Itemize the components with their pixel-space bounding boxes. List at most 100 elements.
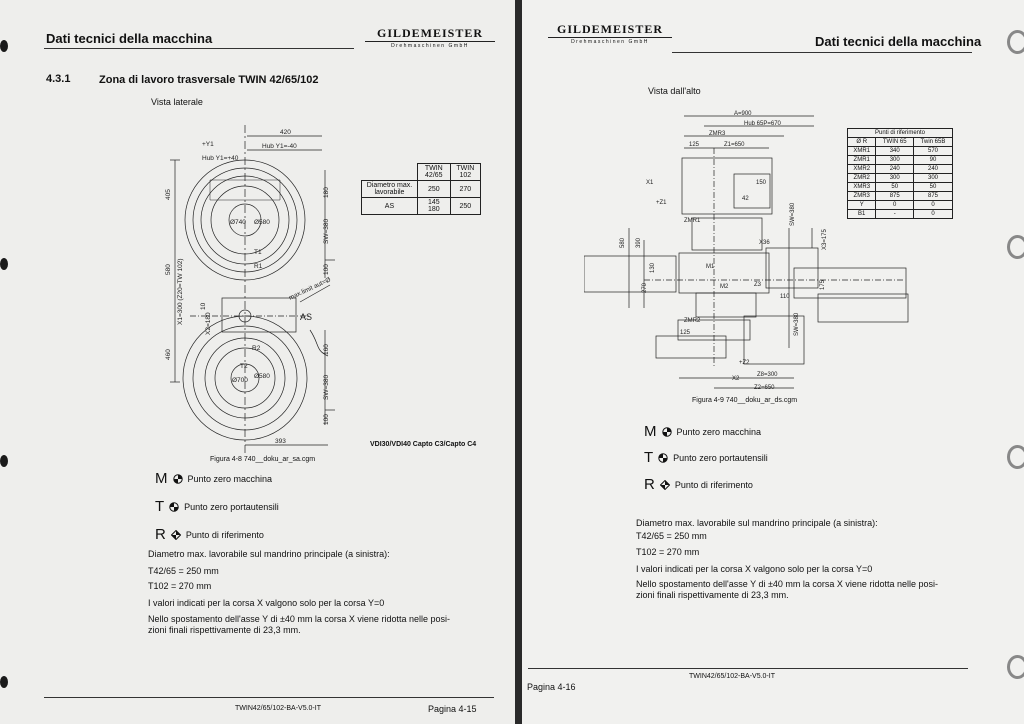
right-header-title: Dati tecnici della macchina (815, 34, 982, 49)
label-x1: X1 (646, 180, 654, 186)
legend-text: Punto zero macchina (676, 426, 762, 437)
dim-sw380: SW=380 (790, 202, 796, 226)
section-number: 4.3.1 (46, 73, 71, 85)
label-t2: T2 (240, 363, 248, 370)
table-cell: XMR2 (846, 164, 877, 174)
tool-zero-icon (658, 452, 668, 463)
legend-letter: M (155, 470, 168, 487)
table-cell: ZMR1 (846, 155, 877, 165)
dim-z2: Z2=650 (754, 385, 775, 391)
dim-580-vertical: 580 (165, 264, 172, 275)
dim-125: 125 (689, 142, 700, 148)
left-footer-rule (44, 697, 494, 698)
left-header-title: Dati tecnici della macchina (46, 31, 213, 46)
dim-700: Ø700 (232, 377, 248, 384)
dim-393: 393 (275, 438, 286, 445)
table-row: AS 145 180 250 (361, 197, 482, 215)
right-logo: GILDEMEISTER Drehmaschinen GmbH (548, 22, 672, 45)
dim-420: 420 (280, 129, 291, 136)
label-x36: X36 (759, 240, 770, 246)
table-cell: 50 (875, 182, 915, 192)
table-cell: XMR1 (846, 146, 877, 156)
dim-740: Ø740 (230, 219, 246, 226)
legend-text: Punto di riferimento (674, 479, 753, 490)
legend-letter: T (644, 449, 654, 466)
binder-hole (0, 455, 8, 467)
dim-hub: Hub 65P=670 (744, 121, 782, 127)
body-line: T42/65 = 250 mm (148, 566, 219, 576)
legend-letter: R (155, 526, 166, 543)
label-zmr3: ZMR3 (709, 131, 726, 137)
table-cell: 570 (913, 146, 953, 156)
table-cell: 50 (913, 182, 953, 192)
label-r2: R2 (252, 345, 261, 352)
left-footer-doc: TWIN42/65/102-BA-V5.0-IT (235, 705, 321, 712)
left-logo: GILDEMEISTER Drehmaschinen GmbH (365, 26, 495, 49)
section-title: Zona di lavoro trasversale TWIN 42/65/10… (99, 74, 319, 86)
label-zmr1: ZMR1 (684, 218, 701, 224)
dim-sw380-lower: SW=380 (323, 375, 330, 400)
label-x1-stroke: X1=300 (Z20=TW 102) (177, 259, 184, 325)
logo-brand: GILDEMEISTER (376, 26, 484, 40)
dim-sw380: SW=380 (323, 219, 330, 244)
dim-110: 110 (780, 294, 790, 300)
body-line: Nello spostamento dell'asse Y di ±40 mm … (636, 579, 938, 589)
dim-270: 270 (642, 282, 648, 293)
label-m1: M1 (706, 264, 715, 270)
legend-item-tool-zero: T Punto zero portautensili (644, 449, 768, 466)
dim-100: 100 (323, 264, 330, 275)
table-cell: Y (846, 200, 877, 210)
ref-table-title: Punti di riferimento (847, 128, 953, 138)
binder-ring (1007, 30, 1024, 54)
label-z3: Z3 (754, 282, 762, 288)
label-as: AS (300, 312, 312, 322)
dim-10: 10 (200, 302, 207, 310)
figure-caption: Figura 4-8 740__doku_ar_sa.cgm (210, 456, 316, 463)
body-line: Diametro max. lavorabile sul mandrino pr… (148, 549, 390, 559)
label-x2: X2=180 (205, 312, 212, 335)
label-x2: X2 (732, 376, 740, 382)
dim-580-lower: Ø580 (254, 373, 270, 380)
label-plus-z1: +Z1 (656, 200, 667, 206)
label-zmr2: ZMR2 (684, 318, 701, 324)
side-view-drawing: 420 +Y1 Hub Y1=+40 Hub Y1=-40 405 180 Ø7… (165, 125, 335, 455)
table-cell-label: AS (361, 197, 418, 215)
label-hub-y1-neg: Hub Y1=-40 (262, 143, 297, 150)
dim-100-lower: 100 (323, 414, 330, 425)
dim-sw380-lower: SW=380 (794, 312, 800, 336)
table-cell: B1 (846, 209, 877, 219)
table-cell-label: Diametro max. lavorabile (361, 180, 418, 198)
dim-160: 160 (323, 344, 330, 355)
dim-z8: Z8=300 (757, 372, 778, 378)
body-line: T42/65 = 250 mm (636, 531, 707, 541)
label-m2: M2 (720, 284, 729, 290)
legend-item-tool-zero: T Punto zero portautensili (155, 498, 279, 515)
body-line: zioni finali rispettivamente di 23,3 mm. (636, 590, 789, 600)
legend-letter: R (644, 476, 655, 493)
table-cell: 240 (875, 164, 915, 174)
dim-180: 180 (323, 187, 330, 198)
table-row: B1-0 (846, 209, 953, 219)
binder-ring (1007, 655, 1024, 679)
dim-150: 150 (756, 180, 767, 186)
reference-points-table: Punti di riferimento Ø R TWIN 65 Twin 65… (846, 128, 953, 219)
table-cell: 340 (875, 146, 915, 156)
binder-hole (0, 676, 8, 688)
table-cell: 240 (913, 164, 953, 174)
body-line: T102 = 270 mm (636, 547, 700, 557)
table-cell: 90 (913, 155, 953, 165)
label-x3: X3=175 (822, 228, 828, 250)
dim-580: Ø580 (254, 219, 270, 226)
legend-text: Punto zero portautensili (184, 501, 279, 512)
label-plus-y1: +Y1 (202, 141, 214, 148)
body-line: T102 = 270 mm (148, 581, 212, 591)
table-cell: 145 180 (416, 197, 451, 215)
table-cell: 270 (449, 180, 482, 198)
table-cell: 0 (913, 209, 953, 219)
binder-hole (0, 40, 8, 52)
left-footer-page: Pagina 4-15 (428, 704, 477, 714)
